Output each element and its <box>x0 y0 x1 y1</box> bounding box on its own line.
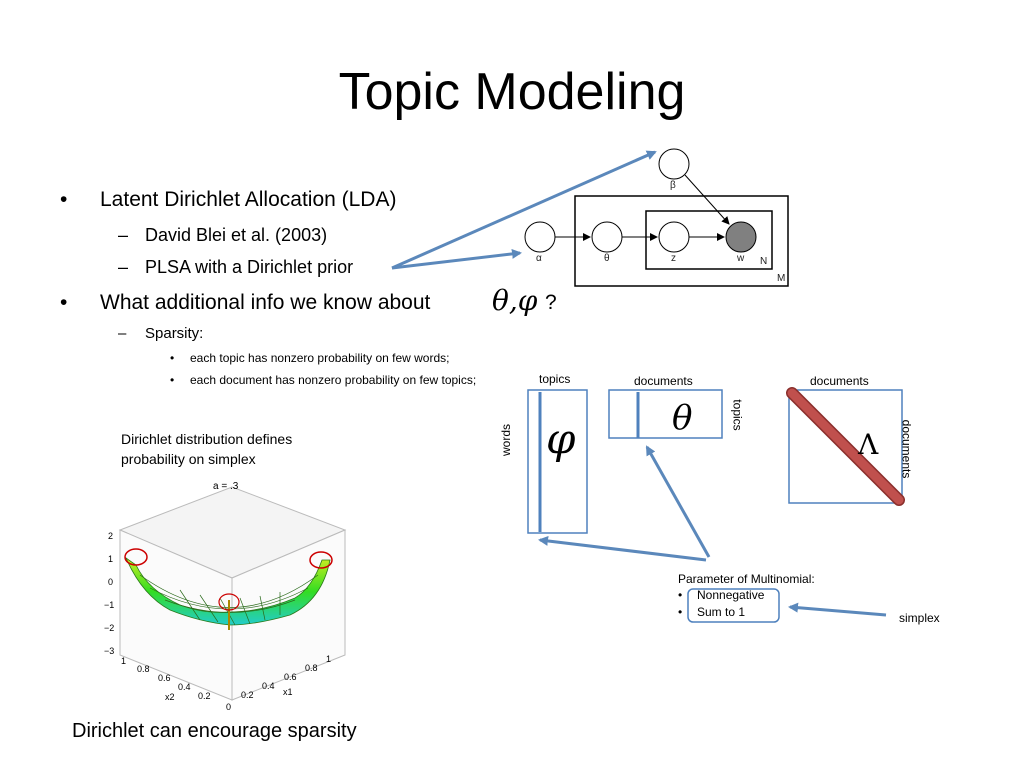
z-node <box>658 221 690 253</box>
sparse-corner-left <box>124 548 148 566</box>
multinomial-heading: Parameter of Multinomial: <box>678 572 815 586</box>
phi-symbol: φ <box>546 414 576 463</box>
x2tick-label: 0.2 <box>198 691 211 701</box>
theta-phi-math: θ,φ <box>492 284 538 317</box>
origin-label: 0 <box>226 702 232 712</box>
ztick-label: 2 <box>108 531 114 541</box>
bullet-blei: David Blei et al. (2003) <box>145 225 328 245</box>
arrow-to-theta <box>645 445 711 558</box>
dirichlet-plot <box>118 486 347 701</box>
bullet-lda: Latent Dirichlet Allocation (LDA) <box>100 188 397 211</box>
words-label: words <box>499 423 514 457</box>
question-mark: ? <box>545 291 557 314</box>
plate-m-label: M <box>777 273 786 284</box>
ztick-label: −3 <box>104 646 115 656</box>
beta-label: β <box>670 180 676 191</box>
x1-axis-label: x1 <box>283 687 293 697</box>
bullet-dot: • <box>60 291 68 314</box>
arrow-simplex <box>788 602 887 617</box>
arrow-to-alpha <box>391 248 522 270</box>
ztick-label: 0 <box>108 577 114 587</box>
bullet-dot: • <box>678 588 683 602</box>
theta-matrix <box>608 389 723 439</box>
documents-label-2: documents <box>810 374 869 388</box>
bullet-dash: – <box>118 325 127 342</box>
documents-side-label: documents <box>899 419 914 479</box>
dirichlet-caption-line1: Dirichlet distribution defines <box>121 431 293 447</box>
theta-node <box>591 221 623 253</box>
z-label: z <box>671 253 676 264</box>
bullet-doc-topics: each document has nonzero probability on… <box>190 373 477 387</box>
sum-to-one-item: Sum to 1 <box>697 605 746 619</box>
theta-symbol: θ <box>672 398 693 438</box>
center-circle <box>218 593 240 611</box>
phi-matrix <box>527 389 588 534</box>
x1tick-label: 0.6 <box>284 672 297 682</box>
w-label: w <box>737 253 745 264</box>
x2tick-label: 0.4 <box>178 682 191 692</box>
arrow-to-beta <box>391 150 657 270</box>
arrow-to-phi <box>538 535 707 562</box>
bullet-topic-words: each topic has nonzero probability on fe… <box>190 351 450 365</box>
lambda-diagonal-bar-fill <box>787 388 904 505</box>
topics-label: topics <box>539 372 571 386</box>
x2tick-label: 1 <box>121 656 127 666</box>
outer-plate <box>574 195 789 287</box>
ztick-label: 1 <box>108 554 114 564</box>
sparse-corner-right <box>309 551 333 569</box>
topics-side-label: topics <box>730 399 745 431</box>
simplex-label: simplex <box>899 611 940 625</box>
x2-axis-label: x2 <box>165 692 175 702</box>
ztick-label: −1 <box>104 600 115 610</box>
lambda-symbol: Λ <box>858 428 879 461</box>
alpha-label: α <box>536 253 542 264</box>
bullet-sparsity: Sparsity: <box>145 325 204 342</box>
dirichlet-footer: Dirichlet can encourage sparsity <box>72 720 357 742</box>
bullet-dash: – <box>118 257 129 277</box>
x1tick-label: 1 <box>326 654 332 664</box>
theta-node-label: θ <box>604 253 610 264</box>
bullet-dot: • <box>60 188 68 211</box>
dirichlet-surface <box>125 556 331 626</box>
x2tick-label: 0.8 <box>137 664 150 674</box>
ztick-label: −2 <box>104 623 115 633</box>
inner-plate <box>645 210 773 270</box>
x1tick-label: 0.8 <box>305 663 318 673</box>
bullet-dot: • <box>170 373 175 387</box>
nonnegative-item: Nonnegative <box>697 588 765 602</box>
bullet-dot: • <box>170 351 175 365</box>
edge-beta-w <box>684 174 730 225</box>
beta-node <box>658 148 690 180</box>
slide-title: Topic Modeling <box>338 63 686 121</box>
bullet-dot: • <box>678 605 683 619</box>
alpha-node <box>524 221 556 253</box>
bullet-additional: What additional info we know about <box>100 291 431 314</box>
plate-diagram <box>524 148 789 287</box>
documents-label-1: documents <box>634 374 693 388</box>
bullet-dash: – <box>118 225 129 245</box>
x1tick-label: 0.2 <box>241 690 254 700</box>
bullet-plsa: PLSA with a Dirichlet prior <box>145 257 354 277</box>
w-node <box>725 221 757 253</box>
plot-title: a = .3 <box>213 481 239 492</box>
dirichlet-caption-line2: probability on simplex <box>121 451 256 467</box>
plate-n-label: N <box>760 256 768 267</box>
x1tick-label: 0.4 <box>262 681 275 691</box>
x2tick-label: 0.6 <box>158 673 171 683</box>
multinomial-highlight-box <box>687 588 780 623</box>
